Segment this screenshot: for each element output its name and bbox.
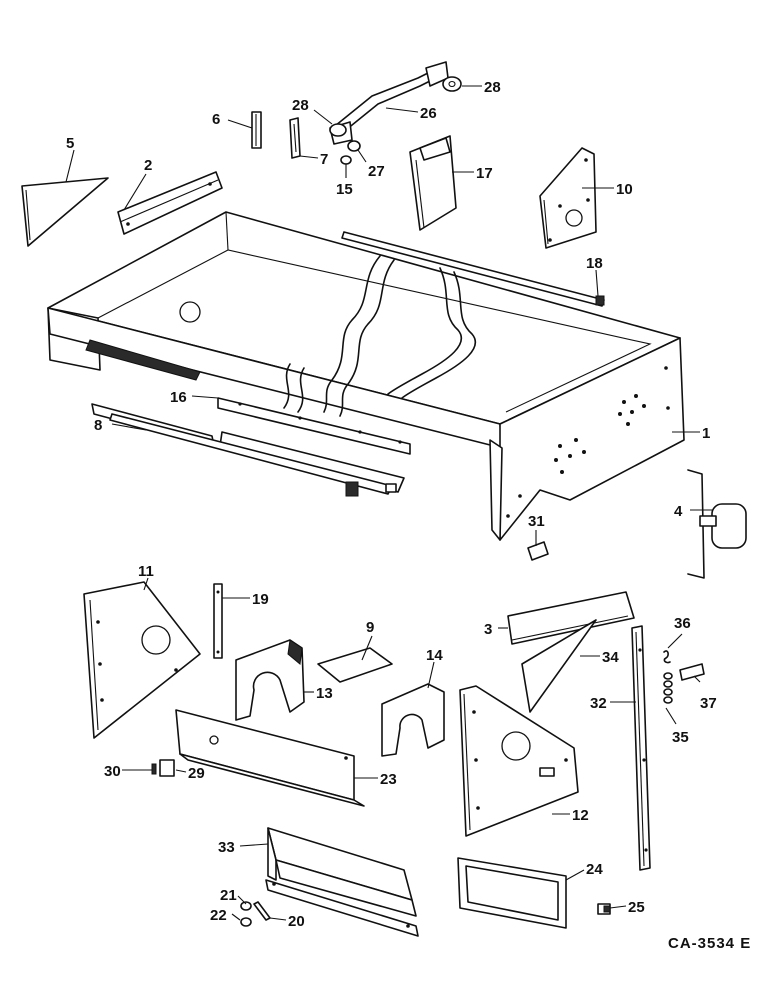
callout-29: 29	[188, 765, 205, 782]
callout-labels: 1 2 3 4 5 6 7 8 9 10 11 12 13 14 15 16 1…	[66, 79, 717, 930]
part-15-nut	[340, 155, 352, 165]
part-30-pin	[151, 763, 157, 775]
callout-2: 2	[144, 157, 152, 174]
part-24-frame	[457, 857, 567, 929]
callout-24: 24	[586, 861, 603, 878]
callout-23: 23	[380, 771, 397, 788]
callout-34: 34	[602, 649, 619, 666]
part-37-plate	[679, 663, 705, 681]
callout-25: 25	[628, 899, 645, 916]
callout-20: 20	[288, 913, 305, 930]
callout-11: 11	[138, 563, 154, 580]
part-4-mirror	[687, 469, 747, 579]
callout-22: 22	[210, 907, 227, 924]
callout-12: 12	[572, 807, 589, 824]
callout-30: 30	[104, 763, 121, 780]
callout-28-right: 28	[484, 79, 501, 96]
part-26-lever	[329, 61, 449, 145]
part-13-bracket	[235, 639, 305, 721]
leader-lines	[65, 85, 712, 921]
part-23-long-plate	[175, 709, 365, 807]
callout-13: 13	[316, 685, 333, 702]
callout-19: 19	[252, 591, 269, 608]
part-9-curved-plate	[317, 647, 393, 683]
callout-17: 17	[476, 165, 493, 182]
callout-14: 14	[426, 647, 443, 664]
part-7-bracket	[289, 117, 301, 159]
part-6-bracket	[251, 111, 262, 149]
part-12-side-plate	[459, 685, 579, 837]
callout-3: 3	[484, 621, 492, 638]
part-10-side-plate	[539, 147, 597, 249]
callout-1: 1	[702, 425, 710, 442]
part-3-panel	[507, 591, 635, 645]
part-16-bottom-rail	[217, 397, 411, 455]
callout-28-left: 28	[292, 97, 309, 114]
callout-35: 35	[672, 729, 689, 746]
callout-21: 21	[220, 887, 237, 904]
callout-31: 31	[528, 513, 545, 530]
callout-4: 4	[674, 503, 683, 520]
callout-7: 7	[320, 151, 328, 168]
part-22-bolt	[240, 917, 252, 927]
part-28-washer-right	[442, 76, 462, 92]
part-11-side-plate	[83, 581, 201, 739]
part-8-trough	[91, 403, 405, 497]
callout-32: 32	[590, 695, 607, 712]
callout-16: 16	[170, 389, 187, 406]
part-2-rail-bracket	[117, 171, 223, 235]
part-32-upright	[631, 625, 651, 871]
part-33-tray	[265, 827, 419, 937]
callout-18: 18	[586, 255, 603, 272]
part-27-bushing	[347, 140, 361, 152]
part-25-clip	[597, 903, 611, 915]
callout-9: 9	[366, 619, 374, 636]
callout-5: 5	[66, 135, 74, 152]
drawing-code: CA-3534 E	[668, 935, 751, 952]
part-19-strip	[213, 583, 223, 659]
part-14-bracket	[381, 683, 445, 757]
part-18-rod	[341, 231, 605, 307]
part-34-triangle	[521, 619, 597, 713]
part-36-clip	[663, 650, 671, 664]
callout-27: 27	[368, 163, 385, 180]
part-35-chain	[663, 672, 673, 704]
part-1-box-frame	[47, 211, 685, 541]
callout-8: 8	[94, 417, 102, 434]
part-17-channel	[409, 135, 457, 231]
callout-15: 15	[336, 181, 353, 198]
callout-33: 33	[218, 839, 235, 856]
part-28-washer-left	[329, 123, 347, 137]
part-5-triangle-panel	[21, 177, 109, 247]
part-20-pin	[253, 901, 271, 921]
callout-6: 6	[212, 111, 220, 128]
callout-37: 37	[700, 695, 717, 712]
callout-36: 36	[674, 615, 691, 632]
part-29-clip	[159, 759, 175, 777]
part-21-washer	[240, 901, 252, 911]
callout-10: 10	[616, 181, 633, 198]
callout-26: 26	[420, 105, 437, 122]
part-31-plate	[527, 541, 549, 561]
